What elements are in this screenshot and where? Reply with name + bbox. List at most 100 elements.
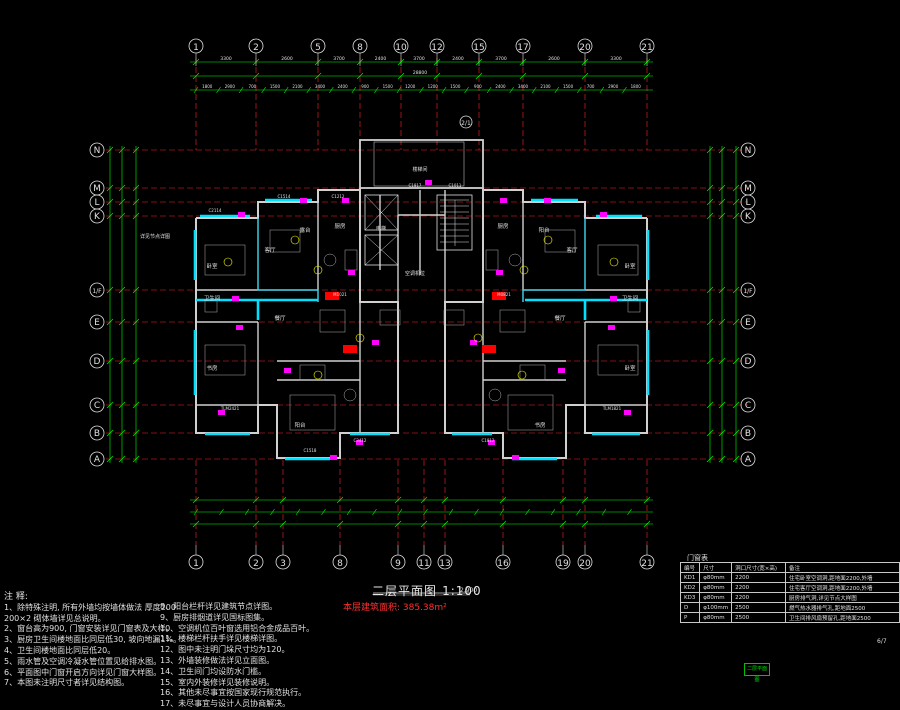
dimension-tick xyxy=(329,86,334,94)
title-stamp: 二层平面图 xyxy=(744,663,770,683)
room-label: 卫生间 xyxy=(622,294,639,302)
door-code: C1212 xyxy=(332,194,345,199)
opening-marker xyxy=(300,198,307,203)
dimension-tick xyxy=(643,58,651,66)
dimension-tick xyxy=(216,86,221,94)
note-line: 1、除特殊注明, 所有外墙均按墙体做法 厚度200 xyxy=(4,602,176,612)
dimension-tick xyxy=(718,286,726,294)
grid-bubble xyxy=(740,397,756,413)
section-marker xyxy=(343,345,357,353)
dimension-text: 2900 xyxy=(608,84,619,89)
dimension-text: 2400 xyxy=(452,56,464,62)
schedule-cell: φ80mm xyxy=(699,612,733,623)
dimension-tick xyxy=(706,198,714,206)
room-label: 厨房 xyxy=(497,222,509,230)
dimension-tick xyxy=(397,72,405,80)
grid-bubble-label: E xyxy=(745,318,751,328)
dimension-tick xyxy=(474,508,479,516)
dimension-text: 700 xyxy=(587,84,595,89)
dimension-tick xyxy=(475,58,483,66)
dimension-tick xyxy=(706,146,714,154)
room-label: 卧室 xyxy=(206,262,218,270)
dimension-tick xyxy=(394,496,402,504)
dimension-tick xyxy=(106,455,114,463)
furniture xyxy=(597,244,639,276)
dimension-tick xyxy=(441,86,447,94)
room-label: 卧室 xyxy=(624,364,636,372)
dimension-tick xyxy=(643,496,651,504)
notes-block: 注 释: 1、除特殊注明, 所有外墙均按墙体做法 厚度200 200×2 砌体墙… xyxy=(4,592,394,689)
index-tag xyxy=(609,257,619,267)
dimension-tick xyxy=(732,455,740,463)
grid-bubble-label: A xyxy=(745,455,752,465)
dimension-tick xyxy=(118,212,126,220)
grid-bubble-label: A xyxy=(94,455,101,465)
dimension-tick xyxy=(106,286,114,294)
note-line: 5、雨水管及空调冷凝水管位置见给排水图。 xyxy=(4,656,162,666)
schedule-cell: 燃气热水器排气孔,距地面2500 xyxy=(785,602,900,613)
note-line: 9、厨房排烟道详见国标图集。 xyxy=(160,612,270,622)
dimension-tick xyxy=(433,72,441,80)
dimension-tick xyxy=(559,520,567,528)
dimension-tick xyxy=(106,429,114,437)
dimension-text: 3300 xyxy=(220,56,232,62)
dimension-tick xyxy=(279,520,287,528)
dimension-tick xyxy=(519,72,527,80)
room-label: 露台 xyxy=(299,226,311,234)
dimension-text: 3400 xyxy=(315,84,326,89)
dimension-text: 2600 xyxy=(548,56,560,62)
grid-bubble-label: 10 xyxy=(395,43,407,53)
schedule-cell: KD2 xyxy=(679,582,701,593)
schedule-caption: 门窗表 xyxy=(687,554,708,562)
dimension-tick xyxy=(219,508,224,516)
grid-bubble-label: C xyxy=(94,401,100,411)
dimension-tick xyxy=(132,198,140,206)
dimension-tick xyxy=(519,58,527,66)
grid-bubble-label: 12 xyxy=(431,43,442,53)
index-tag xyxy=(519,265,529,275)
grid-bubble xyxy=(89,208,105,224)
door-code: C3412 xyxy=(354,438,367,443)
furniture xyxy=(443,309,465,326)
dimension-text: 1200 xyxy=(428,84,439,89)
dimension-tick xyxy=(706,357,714,365)
grid-bubble-label: 16 xyxy=(497,559,509,569)
opening-marker xyxy=(372,340,379,345)
schedule-cell: φ80mm xyxy=(699,572,733,583)
roof-terrace-box xyxy=(373,141,465,187)
door-code: TLM1821 xyxy=(602,406,622,411)
room-label: 书房 xyxy=(534,421,546,429)
dimension-text: 1500 xyxy=(383,84,394,89)
grid-bubble-label: E xyxy=(94,318,100,328)
opening-marker xyxy=(512,455,519,460)
note-line: 16、其他未尽事宜按国家现行规范执行。 xyxy=(160,688,307,698)
sheet-number: 6/7 xyxy=(877,638,887,645)
dimension-tick xyxy=(732,212,740,220)
grid-bubble-label: 1/F xyxy=(743,288,753,295)
dimension-text: 900 xyxy=(474,84,482,89)
note-line: 6、平面图中门窗开启方向详见门窗大样图。 xyxy=(4,667,162,677)
schedule-cell: 2200 xyxy=(731,572,786,583)
dimension-tick xyxy=(252,520,260,528)
dimension-tick xyxy=(346,508,352,516)
drawing-title: 二层平面图 xyxy=(372,584,438,598)
index-tag xyxy=(313,265,323,275)
dimension-tick xyxy=(252,58,260,66)
grid-bubble xyxy=(740,282,756,298)
door-code: C2114 xyxy=(209,208,222,213)
dining-table xyxy=(508,253,522,267)
furniture xyxy=(597,344,639,376)
schedule-cell: 住宅客厅空调洞,距地面2200,外墙 xyxy=(785,582,900,593)
dimension-text: 900 xyxy=(361,84,369,89)
section-marker xyxy=(492,292,506,300)
dimension-tick xyxy=(643,72,651,80)
wall-outline-right-top xyxy=(483,189,647,219)
dimension-text: 28800 xyxy=(413,70,427,76)
dimension-text: 3700 xyxy=(413,56,425,62)
schedule-cell: D xyxy=(679,602,701,613)
dimension-tick xyxy=(509,86,514,94)
